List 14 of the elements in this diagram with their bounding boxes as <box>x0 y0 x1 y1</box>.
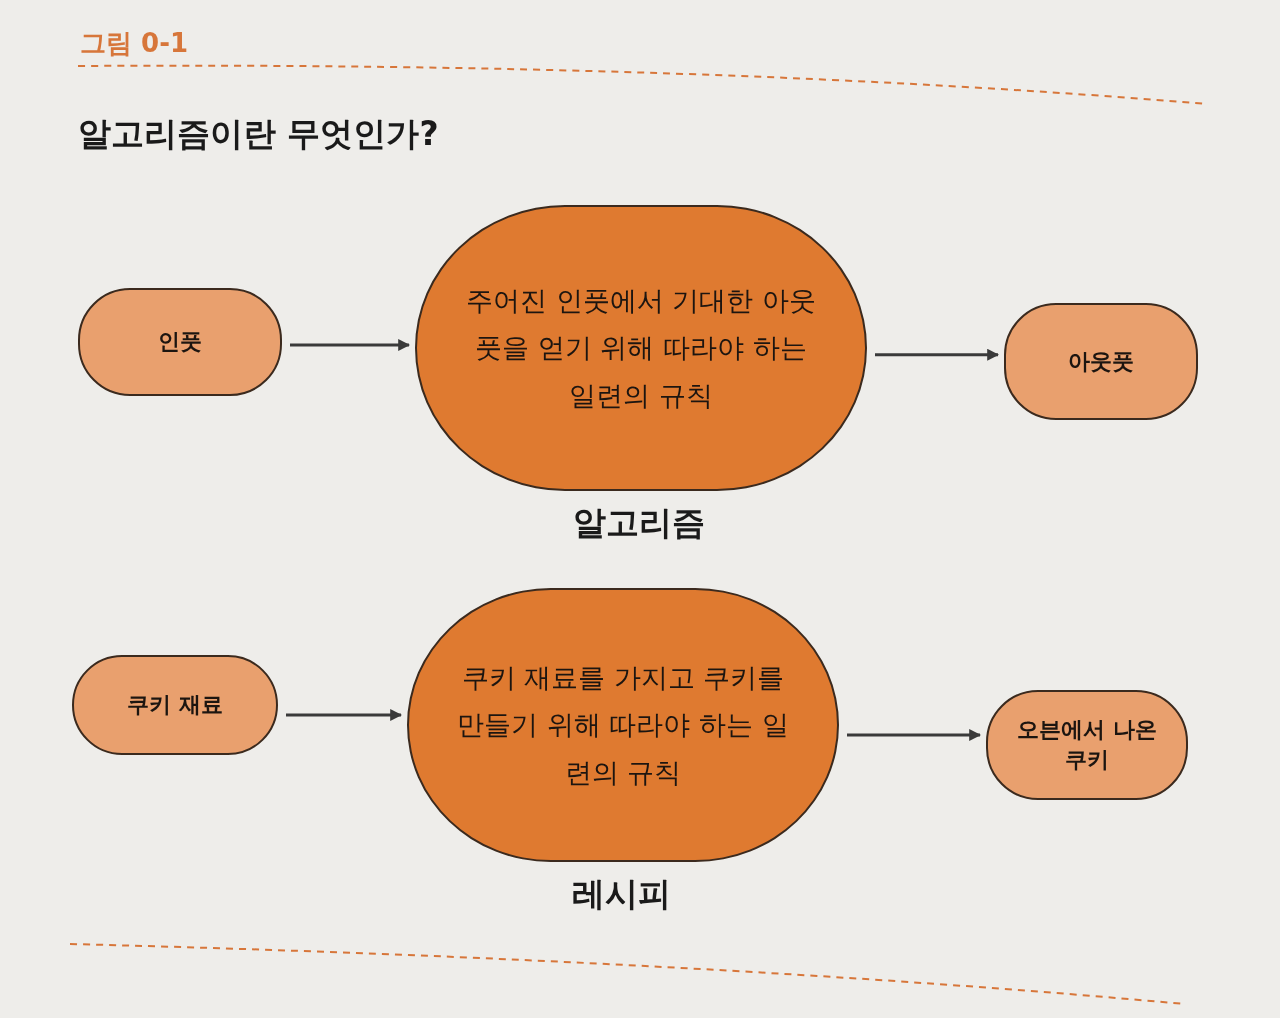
arrow <box>875 348 1000 361</box>
title: 알고리즘이란 무엇인가? <box>78 113 439 155</box>
arrow <box>290 339 411 351</box>
arrow <box>286 709 403 721</box>
node-text: 쿠키 재료를 가지고 쿠키를 만들기 위해 따라야 하는 일련의 규칙 <box>456 661 790 790</box>
arrow <box>847 729 982 741</box>
node-text: 쿠키 재료 <box>126 691 224 719</box>
node-text: 주어진 인풋에서 기대한 아웃풋을 얻기 위해 따라야 하는 일련의 규칙 <box>465 284 817 413</box>
figure-number: 그림 0-1 <box>80 27 189 60</box>
node-label: 알고리즘 <box>573 502 705 544</box>
node-text: 인풋 <box>157 328 203 356</box>
node-text: 아웃풋 <box>1067 347 1135 376</box>
node-text: 오븐에서 나온 쿠키 <box>1016 716 1158 774</box>
node-label: 레시피 <box>571 873 671 915</box>
